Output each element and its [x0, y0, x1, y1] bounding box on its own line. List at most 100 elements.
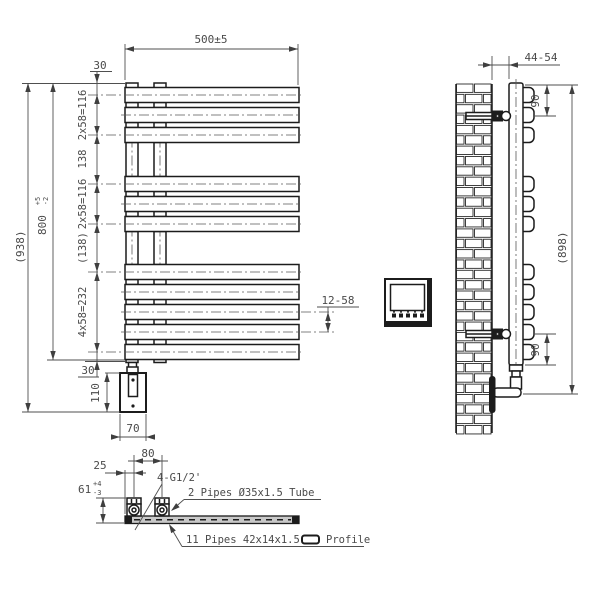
- wall-brick: [465, 218, 483, 228]
- dimension-arrowhead: [289, 46, 298, 52]
- dim-bottom-bracket-label: 90: [529, 343, 542, 356]
- dimension-arrowhead: [325, 312, 331, 321]
- wall-brick: [474, 83, 492, 93]
- wall-brick: [474, 124, 492, 135]
- wall-brick: [456, 352, 474, 362]
- dimension-arrowhead: [509, 62, 518, 68]
- dimension-arrowhead: [483, 62, 492, 68]
- dimension-arrowhead: [146, 434, 155, 440]
- wall-brick: [465, 93, 483, 104]
- dimension-arrowhead: [104, 403, 110, 412]
- wall-brick: [474, 373, 492, 383]
- wall-brick: [465, 135, 483, 145]
- dim-height-label: 800: [36, 215, 49, 235]
- dim-connection-tol-minus: -3: [93, 489, 101, 497]
- profile-right-cap: [292, 516, 299, 524]
- wall-brick: [456, 394, 474, 404]
- wall-brick: [474, 207, 492, 218]
- dim-side-overall-height-label: (898): [556, 231, 569, 264]
- wall-brick: [456, 280, 465, 290]
- bracket-anchor-hole: [495, 332, 500, 336]
- dimension-arrowhead: [94, 224, 100, 233]
- dimension-arrowhead: [94, 263, 100, 272]
- wall-brick: [465, 155, 483, 166]
- dimension-arrowhead: [325, 323, 331, 332]
- dimension-arrowhead: [569, 85, 575, 94]
- dimension-arrowhead: [94, 343, 100, 352]
- thermostat-button-tick: [414, 311, 416, 313]
- dim-width-label: 500±5: [194, 33, 227, 46]
- dim-gap1-label: 138: [77, 150, 89, 169]
- element-sleeve: [127, 373, 139, 398]
- dim-wall-distance-label: 44-54: [524, 51, 557, 64]
- wall-brick: [474, 249, 492, 259]
- dim-group2-label: 2x58=116: [77, 179, 89, 230]
- wall-brick: [483, 280, 492, 290]
- wall-brick: [456, 228, 474, 238]
- dimension-arrowhead: [50, 351, 56, 360]
- dimension-arrowhead: [569, 385, 575, 394]
- wall-brick: [456, 363, 465, 373]
- profile-spec-label-prefix: 11 Pipes 42x14x1.5: [186, 534, 300, 546]
- valve-flange: [508, 364, 524, 372]
- dimension-arrowhead: [116, 470, 125, 476]
- dim-element-height-label: 110: [89, 383, 102, 403]
- fitting-bore: [159, 507, 165, 513]
- dim-edge-offset-label: 25: [93, 459, 106, 472]
- pipe-fitting-flange: [154, 497, 170, 505]
- wall-brick: [483, 218, 492, 228]
- dim-element-width-label: 70: [126, 422, 139, 435]
- wall-brick: [474, 145, 492, 155]
- wall-pipe: [492, 387, 522, 398]
- wall-brick: [483, 197, 492, 207]
- thermostat-shadow-right: [427, 279, 431, 326]
- wall-brick: [456, 218, 465, 228]
- wall-brick: [474, 187, 492, 197]
- dimension-arrowhead: [94, 361, 100, 370]
- wall-brick: [456, 83, 474, 93]
- dim-pipe-spacing-label: 80: [141, 447, 154, 460]
- dimension-arrowhead: [94, 74, 100, 83]
- wall-brick: [456, 414, 474, 425]
- dimension-arrowhead: [171, 503, 180, 511]
- dimension-arrowhead: [544, 334, 550, 343]
- dim-overall-height-label: (938): [14, 230, 27, 263]
- bracket-anchor-hole: [495, 114, 500, 118]
- wall-brick: [474, 311, 492, 321]
- thermostat-button: [413, 313, 417, 318]
- valve-neck: [511, 370, 521, 378]
- wall-brick: [483, 135, 492, 145]
- wall-brick: [456, 197, 465, 207]
- thermostat-button: [399, 313, 403, 318]
- dimension-lines: [22, 44, 578, 547]
- wall-brick: [456, 166, 474, 176]
- dimension-arrowhead: [25, 403, 31, 412]
- dim-top-bracket-label: 90: [529, 94, 542, 107]
- tube-spec-label: 2 Pipes Ø35x1.5 Tube: [188, 487, 314, 499]
- wall-brick: [465, 383, 483, 393]
- dim-gap2-label: (138): [77, 232, 89, 264]
- wall-brick: [483, 342, 492, 352]
- wall-brick: [456, 373, 474, 383]
- wall-brick: [456, 187, 474, 197]
- dimension-arrowhead: [544, 107, 550, 116]
- wall-brick: [456, 311, 474, 321]
- wall-brick: [465, 425, 483, 435]
- wall-brick: [456, 342, 465, 352]
- dim-height-tol-minus: -2: [42, 197, 50, 205]
- dimension-arrowhead: [134, 470, 143, 476]
- fitting-circle: [128, 504, 140, 516]
- thermostat-button: [420, 313, 424, 318]
- dimension-arrowhead: [153, 458, 162, 464]
- pipe-fitting-flange: [126, 497, 142, 505]
- wall-brick: [474, 228, 492, 238]
- wall-brick: [456, 269, 474, 280]
- dim-connection-height-label: 61: [78, 483, 91, 496]
- wall-brick: [456, 383, 465, 393]
- dimension-arrowhead: [94, 135, 100, 144]
- wall-brick: [483, 363, 492, 373]
- dim-pitch-range-label: 12-58: [321, 294, 354, 307]
- wall-brick: [456, 290, 474, 300]
- wall-brick: [465, 197, 483, 207]
- wall-brick: [474, 414, 492, 425]
